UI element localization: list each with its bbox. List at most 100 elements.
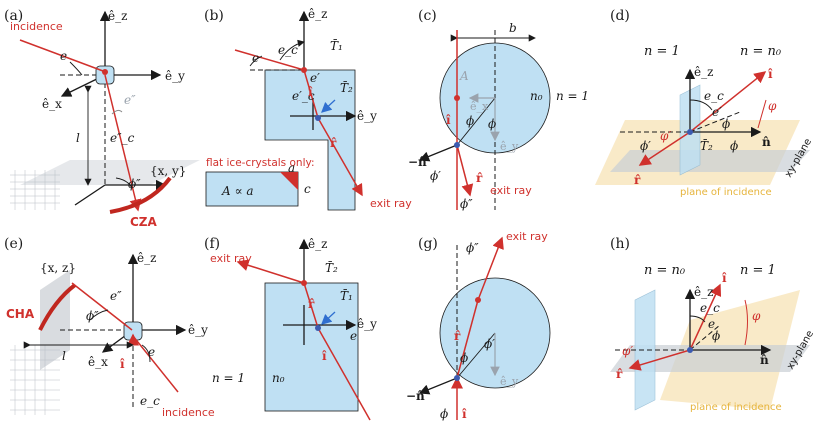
h-n-label: n̂ (760, 353, 769, 367)
c-nn-label: −n̂ (408, 155, 427, 169)
c-ex-label: ê_x (470, 100, 489, 113)
e-phi2-label: ϕ″ (86, 309, 99, 323)
h-phi-label: ϕ (712, 329, 720, 343)
c-phi1-label: ϕ′ (430, 169, 441, 183)
d-T2-label: T̄₂ (700, 138, 713, 153)
e2-label: e″ (124, 93, 136, 107)
d-phi1-label: ϕ′ (640, 139, 651, 153)
b-ec-label: e_c (278, 43, 298, 57)
cha-arc (38, 283, 77, 331)
c-b-label: b (509, 21, 517, 35)
d-vphi1-label: φ′ (660, 129, 671, 143)
c-n1-label: n = 1 (556, 89, 589, 103)
ex-label: ê_x (42, 97, 62, 111)
panel-f-label: (f) (204, 236, 220, 252)
h-i-label: î (722, 271, 727, 285)
e-ez-label: ê_z (137, 251, 156, 265)
g-internal-ray (456, 299, 479, 379)
b-incident-ray (234, 49, 305, 71)
panel-g-label: (g) (418, 236, 438, 252)
h-ec-label: e_c (700, 301, 720, 315)
b-ey-label: ê_y (357, 109, 377, 123)
h-poi-label: plane of incidence (690, 402, 782, 413)
e-e2-label: e″ (110, 289, 122, 303)
e-wall-grid (10, 345, 60, 415)
d-n0-label: n = n₀ (740, 44, 782, 59)
cza-label: CZA (130, 215, 158, 229)
f-i-label: î (322, 349, 327, 363)
e-xz-label: {x, z} (40, 261, 76, 275)
f-r-label: r̂ (308, 297, 315, 311)
incidence-label: incidence (10, 20, 63, 33)
entry-point (102, 69, 108, 75)
cza-arc (109, 176, 172, 214)
d-e1-label: e′ (712, 105, 722, 119)
e-cha-label: CHA (6, 307, 35, 321)
flat-crystal (205, 171, 299, 207)
ez-label: ê_z (108, 9, 127, 23)
e-e-label: e (148, 345, 155, 359)
b-T1-label: T̄₁ (330, 38, 343, 53)
crystal-profile (264, 69, 356, 211)
g-nn-label: −n̂ (406, 389, 425, 403)
d-poi-label: plane of incidence (680, 187, 772, 198)
panel-h-label: (h) (610, 236, 630, 252)
b-c-label: c (304, 182, 311, 196)
g-ey-label: ê_y (500, 375, 519, 388)
f-T2-label: T̄₂ (325, 260, 338, 275)
f-exit-label: exit ray (210, 252, 252, 265)
d-phi2-label: ϕ (730, 139, 738, 153)
panel-c-label: (c) (418, 8, 437, 24)
e-exit-ray (71, 282, 133, 331)
c-r-label: r̂ (476, 171, 483, 185)
panel-e-label: (e) (4, 236, 23, 252)
ground-grid (10, 170, 60, 210)
ey-label: ê_y (165, 69, 185, 83)
b-a-label: a (288, 161, 295, 175)
d-i-label: î (768, 67, 773, 81)
b-e1-label: e′ (310, 71, 320, 85)
c-i-label: î (446, 113, 451, 127)
b-flat-label: flat ice-crystals only: (206, 157, 314, 169)
g-exit-label: exit ray (506, 230, 548, 243)
b-r-label: r̂ (330, 136, 337, 150)
b-ec1-label: e′_c (292, 89, 315, 103)
panel-h: (h) n = n₀ n = 1 ê_z e_c e ϕ φ φ′ î r̂ n… (610, 236, 816, 413)
h-r-label: r̂ (616, 367, 623, 381)
flat-crystal-corner (280, 172, 298, 190)
panel-f: (f) exit ray ê_z ê_y T̄₂ T̄₁ r̂ î e n = … (204, 236, 377, 421)
b-i-label: î (308, 85, 313, 99)
d-n1-label: n = 1 (644, 44, 680, 59)
c-phi-label: ϕ (488, 117, 496, 131)
e-label: e (60, 49, 67, 63)
g-exit-ray (477, 236, 504, 301)
g-phi1-label: ϕ′ (484, 337, 495, 351)
g-phi-label: ϕ (460, 351, 468, 365)
b-internal-ray (303, 69, 319, 119)
c-exit-ray (456, 144, 474, 197)
d-r-label: r̂ (634, 173, 641, 187)
panel-g: (g) ϕ″ exit ray ϕ′ r̂ ϕ ê_y −n̂ ϕ î (406, 230, 551, 421)
f-ey-label: ê_y (357, 317, 377, 331)
d-n-label: n̂ (762, 135, 771, 149)
refracted-ray (104, 74, 142, 212)
f-e-label: e (350, 329, 357, 343)
panel-e: (e) {x, z} ê_z ê_y ê_x CHA e″ ϕ″ l e î e… (4, 236, 215, 419)
h-n0-label: n = n₀ (644, 263, 686, 278)
h-ez-label: ê_z (694, 285, 713, 299)
g-phi2-label: ϕ″ (466, 241, 479, 255)
c-phi2-label: ϕ″ (460, 197, 473, 211)
g-phi-label-2: ϕ (440, 407, 448, 421)
h-n1-label: n = 1 (740, 263, 776, 278)
f-exit-ray (236, 259, 305, 284)
g-r-label: r̂ (454, 329, 461, 343)
f-n1-label: n = 1 (212, 371, 245, 385)
panel-d-label: (d) (610, 8, 630, 24)
c-exit-label: exit ray (490, 184, 532, 197)
xy-label: {x, y} (150, 164, 186, 178)
e-i-label: î (120, 357, 125, 371)
e-incidence-label: incidence (162, 406, 215, 419)
b-A-label: A ∝ a (221, 184, 254, 198)
c-ey-label: ê_y (500, 140, 519, 153)
f-incidence-ray (317, 327, 371, 421)
